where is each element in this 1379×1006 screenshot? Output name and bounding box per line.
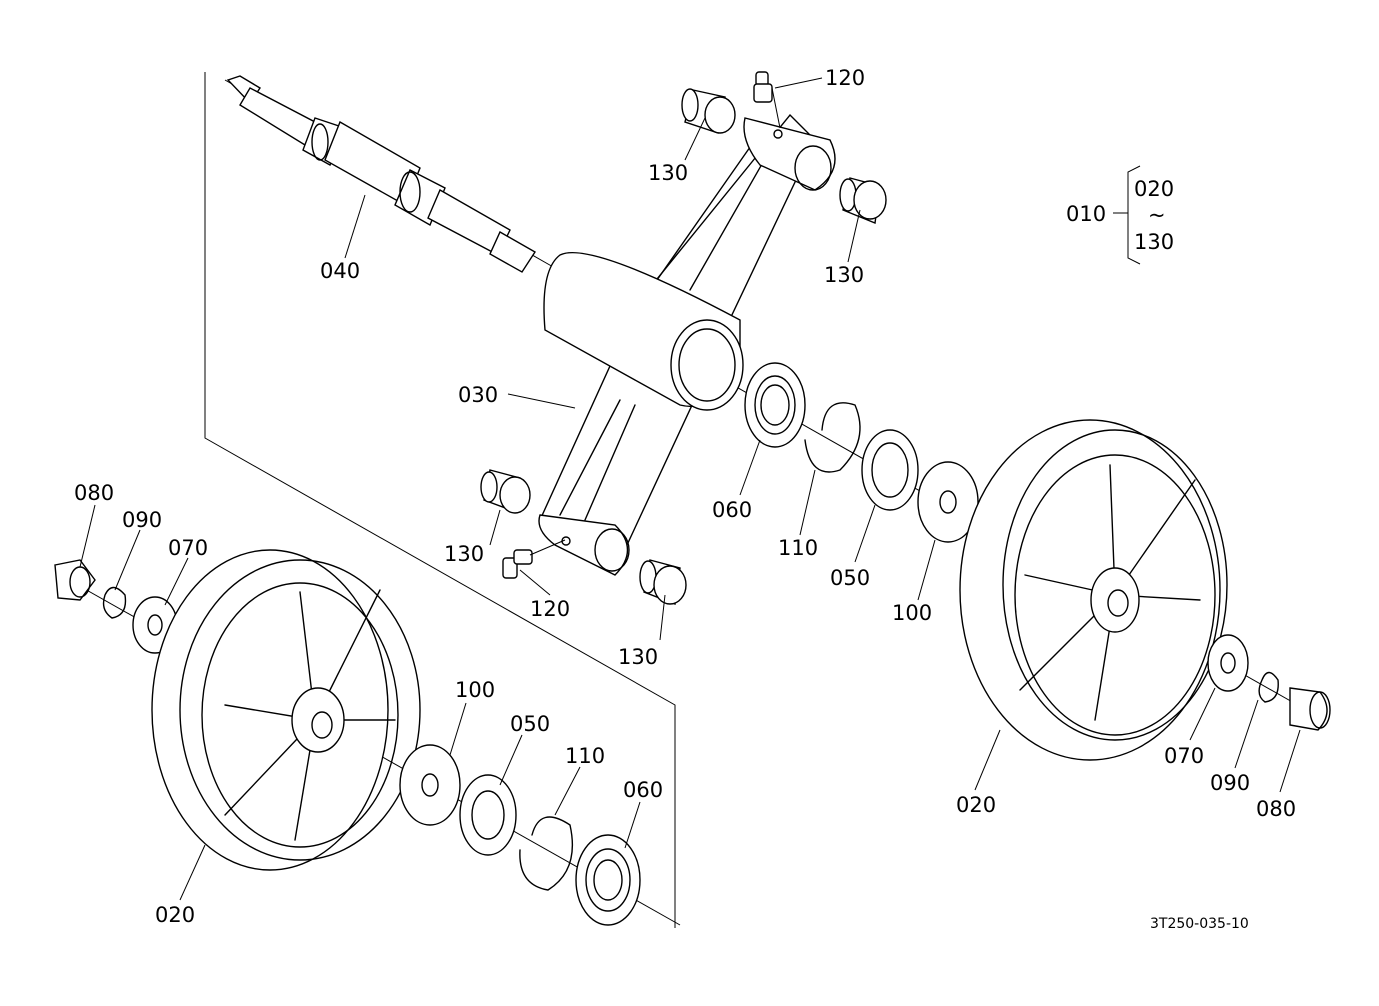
callout-020-right: 020 bbox=[956, 793, 996, 817]
assembly-range-start: 020 bbox=[1134, 177, 1174, 201]
callout-020-left: 020 bbox=[155, 903, 195, 927]
callout-120-bottom: 120 bbox=[530, 597, 570, 621]
grease-nipple-120-top bbox=[753, 71, 781, 129]
callout-110-right: 110 bbox=[778, 536, 818, 560]
washer-100-left bbox=[399, 744, 461, 826]
assembly-range-sep: ~ bbox=[1148, 203, 1166, 227]
wheel-020-left bbox=[151, 549, 421, 871]
lockwasher-090-left bbox=[102, 586, 127, 619]
callout-030: 030 bbox=[458, 383, 498, 407]
subassembly-plane bbox=[204, 72, 676, 928]
callout-060-right: 060 bbox=[712, 498, 752, 522]
bushing-130-top-left bbox=[681, 88, 736, 134]
callout-110-left: 110 bbox=[565, 744, 605, 768]
shaft-040 bbox=[226, 75, 536, 273]
seal-050-right bbox=[861, 429, 919, 511]
bushing-130-bottom-left bbox=[480, 469, 531, 514]
bearing-060-left bbox=[575, 834, 641, 926]
bearing-060-right bbox=[744, 362, 806, 448]
callout-070-left: 070 bbox=[168, 536, 208, 560]
collar-070-right bbox=[1207, 634, 1249, 692]
arm-030 bbox=[538, 113, 836, 576]
callout-100-right: 100 bbox=[892, 601, 932, 625]
washer-100-right bbox=[917, 461, 979, 543]
nut-080-right bbox=[1289, 687, 1331, 731]
snap-ring-110-left bbox=[519, 816, 574, 891]
snap-ring-110-right bbox=[804, 402, 861, 473]
callout-070-right: 070 bbox=[1164, 744, 1204, 768]
callout-060-left: 060 bbox=[623, 778, 663, 802]
grease-nipple-120-bottom bbox=[502, 539, 566, 579]
seal-050-left bbox=[459, 774, 517, 856]
nut-080-left bbox=[54, 559, 96, 601]
callout-130-top-left: 130 bbox=[648, 161, 688, 185]
callout-120-top: 120 bbox=[825, 66, 865, 90]
callout-090-right: 090 bbox=[1210, 771, 1250, 795]
callout-100-left: 100 bbox=[455, 678, 495, 702]
callout-040: 040 bbox=[320, 259, 360, 283]
bushing-130-bottom-right bbox=[639, 559, 687, 605]
lockwasher-090-right bbox=[1258, 671, 1279, 703]
assembly-ref-label: 010 bbox=[1066, 202, 1106, 226]
callout-050-right: 050 bbox=[830, 566, 870, 590]
callout-080-left: 080 bbox=[74, 481, 114, 505]
drawing-number: 3T250-035-10 bbox=[1150, 916, 1249, 932]
bushing-130-top-right bbox=[839, 177, 887, 224]
callout-130-bottom-right: 130 bbox=[618, 645, 658, 669]
callout-090-left: 090 bbox=[122, 508, 162, 532]
assembly-range-end: 130 bbox=[1134, 230, 1174, 254]
assembly-reference: 010 020 ~ 130 bbox=[1066, 165, 1174, 265]
callout-130-bottom-left: 130 bbox=[444, 542, 484, 566]
callout-080-right: 080 bbox=[1256, 797, 1296, 821]
leader-lines bbox=[79, 77, 1301, 901]
callout-130-top-right: 130 bbox=[824, 263, 864, 287]
wheel-020-right bbox=[959, 419, 1228, 761]
callout-050-left: 050 bbox=[510, 712, 550, 736]
